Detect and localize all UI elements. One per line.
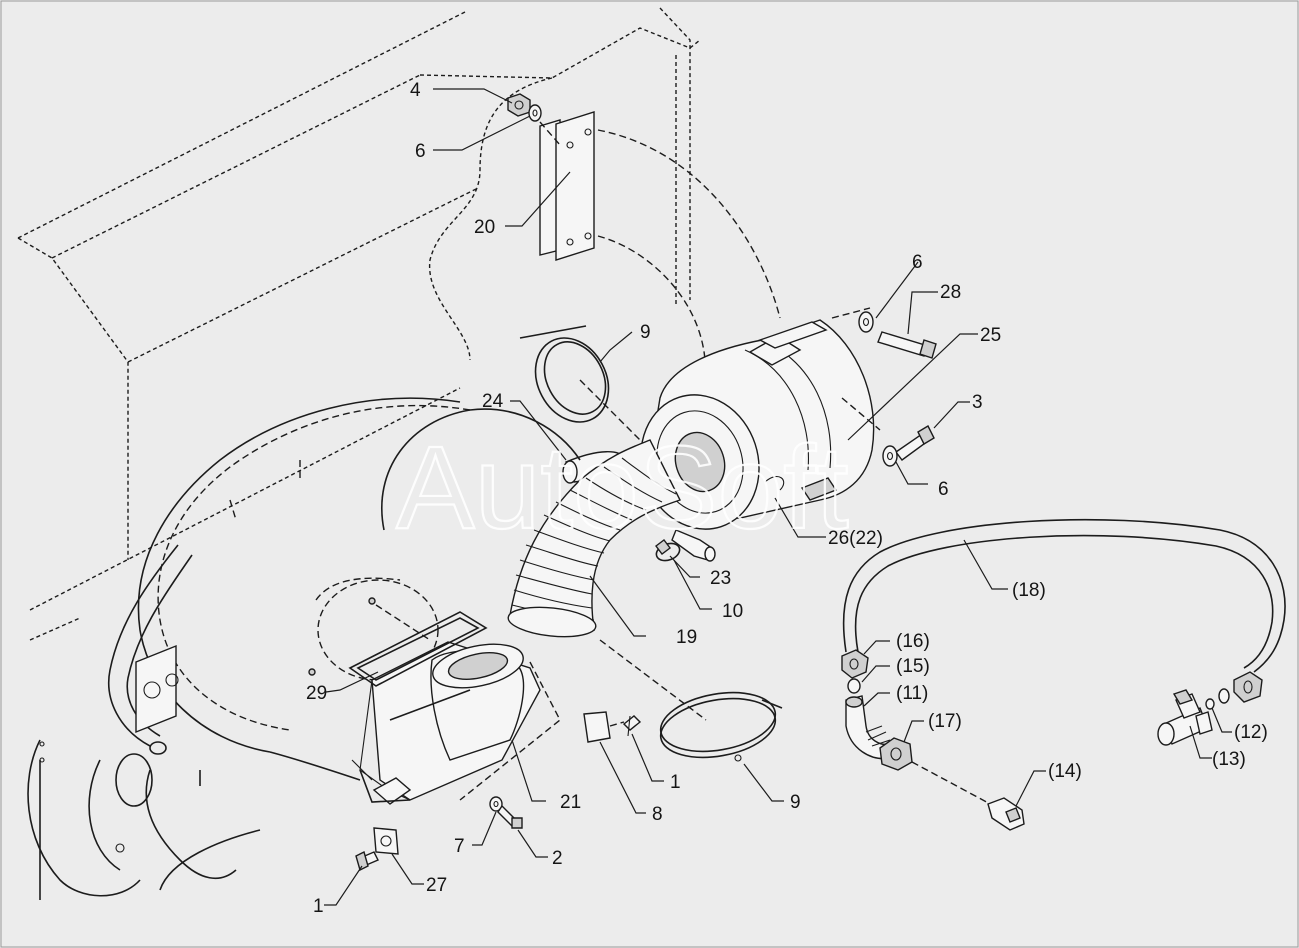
nut-12 (1205, 671, 1263, 710)
bolt-3 (882, 425, 935, 467)
callout-labels: 4 6 20 9 24 6 28 25 3 6 26(22) 23 10 19 … (306, 80, 1268, 917)
label-12: (12) (1234, 722, 1268, 743)
label-21: 21 (560, 792, 581, 813)
washer-7 (489, 796, 503, 812)
label-16: (16) (896, 631, 930, 652)
label-1-lower: 1 (313, 896, 324, 917)
label-19: 19 (676, 627, 697, 648)
bolt-2 (497, 804, 523, 829)
assembly-line-lower (597, 235, 706, 361)
nut-16 (841, 649, 869, 679)
label-25: 25 (980, 325, 1001, 346)
intake-housing-21 (351, 641, 561, 805)
fan-shroud (27, 397, 581, 900)
nut-17 (879, 737, 913, 771)
label-27: 27 (426, 875, 447, 896)
label-17: (17) (928, 711, 962, 732)
plate-27 (373, 827, 399, 855)
assembly-line-upper (597, 129, 781, 319)
bolt-28 (858, 311, 937, 359)
banjo-fitting-14 (987, 797, 1025, 831)
hose-clamp-10 (655, 539, 681, 562)
label-9-upper: 9 (640, 322, 651, 343)
air-filter-housing-25 (640, 307, 875, 530)
label-7: 7 (454, 836, 465, 857)
label-3: 3 (972, 392, 983, 413)
label-6-right: 6 (912, 252, 923, 273)
label-6-top: 6 (415, 141, 426, 162)
label-10: 10 (722, 601, 743, 622)
label-18: (18) (1012, 580, 1046, 601)
label-13: (13) (1212, 749, 1246, 770)
label-29: 29 (306, 683, 327, 704)
assembly-line-clamp-lower (599, 639, 707, 721)
watermark-text: AutoSoft (396, 422, 849, 554)
label-1-plate: 1 (670, 772, 681, 793)
bolt-1-plate (622, 715, 642, 737)
label-20: 20 (474, 217, 495, 238)
mounting-bracket-20 (539, 111, 595, 261)
assembly-line-bracket (539, 121, 561, 146)
corrugated-hose-19 (507, 439, 681, 638)
label-9-lower: 9 (790, 792, 801, 813)
plate-8 (583, 711, 625, 743)
sleeve-15 (847, 678, 861, 694)
assembly-line-bolt-3 (841, 397, 881, 431)
label-28: 28 (940, 282, 961, 303)
elbow-fitting-11 (845, 695, 893, 760)
hose-clamp-9-lower (659, 691, 783, 762)
label-23: 23 (710, 568, 731, 589)
label-15: (15) (896, 656, 930, 677)
label-8: 8 (652, 804, 663, 825)
elbow-23 (671, 529, 716, 562)
hose-line-18 (842, 518, 1286, 673)
label-6-lower: 6 (938, 479, 949, 500)
machine-housing-outline (17, 7, 701, 641)
washer-6-top (528, 104, 542, 122)
label-11: (11) (896, 683, 928, 704)
label-26-22: 26(22) (828, 528, 883, 549)
leader-lines (324, 88, 1232, 906)
nut-4 (507, 93, 531, 117)
tee-fitting-13 (1157, 689, 1213, 746)
assembly-line-fitting-14 (911, 761, 995, 807)
label-24: 24 (482, 391, 504, 412)
label-4: 4 (410, 80, 421, 101)
bolt-1-lower (355, 850, 379, 872)
hose-clamp-9-upper (519, 325, 641, 441)
label-14: (14) (1048, 761, 1082, 782)
label-2: 2 (552, 848, 563, 869)
